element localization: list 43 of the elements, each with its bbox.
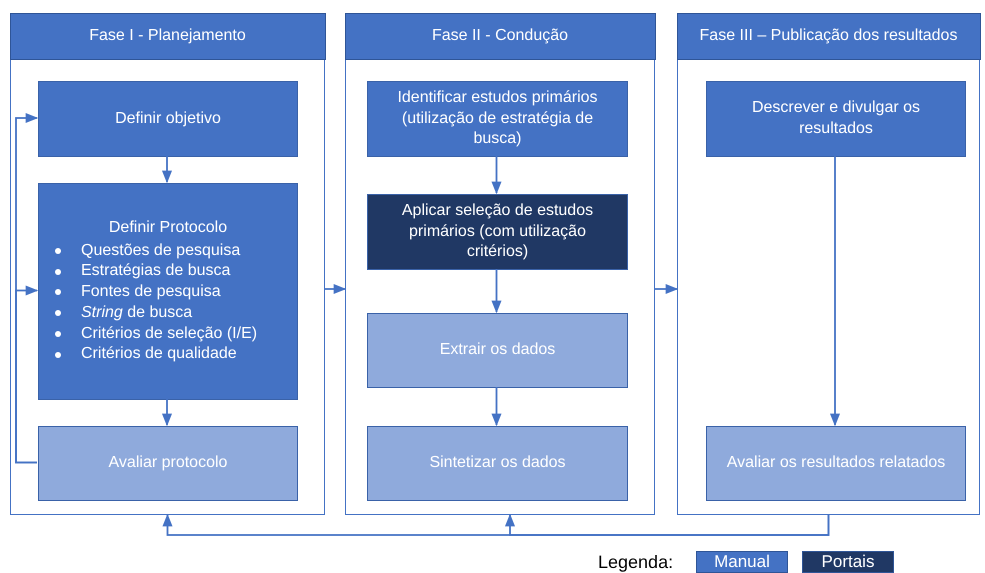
process-box bbox=[367, 313, 628, 388]
arrow bbox=[162, 399, 172, 426]
bullet-text: Estratégias de busca bbox=[81, 261, 230, 282]
process-box bbox=[38, 183, 298, 400]
bullet-text: Critérios de qualidade bbox=[81, 344, 237, 364]
legend-swatch: Manual bbox=[696, 551, 788, 573]
phase-header: Fase I - Planejamento bbox=[10, 12, 326, 60]
phase-header: Fase III – Publicação dos resultados bbox=[676, 12, 980, 60]
box-heading: Definir Protocolo bbox=[108, 218, 228, 238]
process-box bbox=[38, 426, 298, 501]
process-box bbox=[367, 426, 628, 501]
legend-title: Legenda: bbox=[598, 552, 674, 573]
process-box bbox=[706, 81, 966, 157]
box-text: Extrair os dados bbox=[440, 340, 556, 360]
process-box bbox=[38, 81, 298, 157]
process-box bbox=[706, 426, 966, 501]
phase-panel bbox=[677, 13, 980, 515]
process-box bbox=[367, 194, 628, 270]
bullet-text: Critérios de seleção (I/E) bbox=[81, 324, 258, 344]
box-text: Aplicar seleção de estudos primários (com utilização critérios) bbox=[400, 200, 594, 262]
box-text: Identificar estudos primários (utilização de estratégia de busca) bbox=[396, 88, 599, 150]
arrow bbox=[491, 156, 502, 194]
arrow bbox=[830, 156, 840, 426]
box-text: Avaliar os resultados relatados bbox=[726, 453, 946, 474]
box-text: Avaliar protocolo bbox=[108, 453, 228, 474]
legend-swatch: Portais bbox=[802, 551, 894, 573]
box-text: Definir objetivo bbox=[115, 108, 221, 129]
bullet-text: Fontes de pesquisa bbox=[81, 282, 221, 302]
phase-panel bbox=[345, 13, 655, 515]
arrow bbox=[504, 514, 830, 536]
arrow bbox=[491, 387, 502, 426]
arrow bbox=[325, 284, 346, 294]
arrow bbox=[655, 284, 678, 294]
box-text: Descrever e divulgar os resultados bbox=[750, 98, 922, 139]
bullet-text: String de busca bbox=[81, 302, 192, 323]
arrow bbox=[162, 156, 172, 184]
phase-panel bbox=[10, 13, 325, 515]
phase-header: Fase II - Condução bbox=[344, 12, 656, 60]
arrow bbox=[15, 285, 38, 464]
box-text: Sintetizar os dados bbox=[429, 453, 566, 474]
bullet-text: Questões de pesquisa bbox=[81, 240, 240, 260]
process-box bbox=[367, 81, 628, 157]
arrow bbox=[491, 269, 502, 314]
